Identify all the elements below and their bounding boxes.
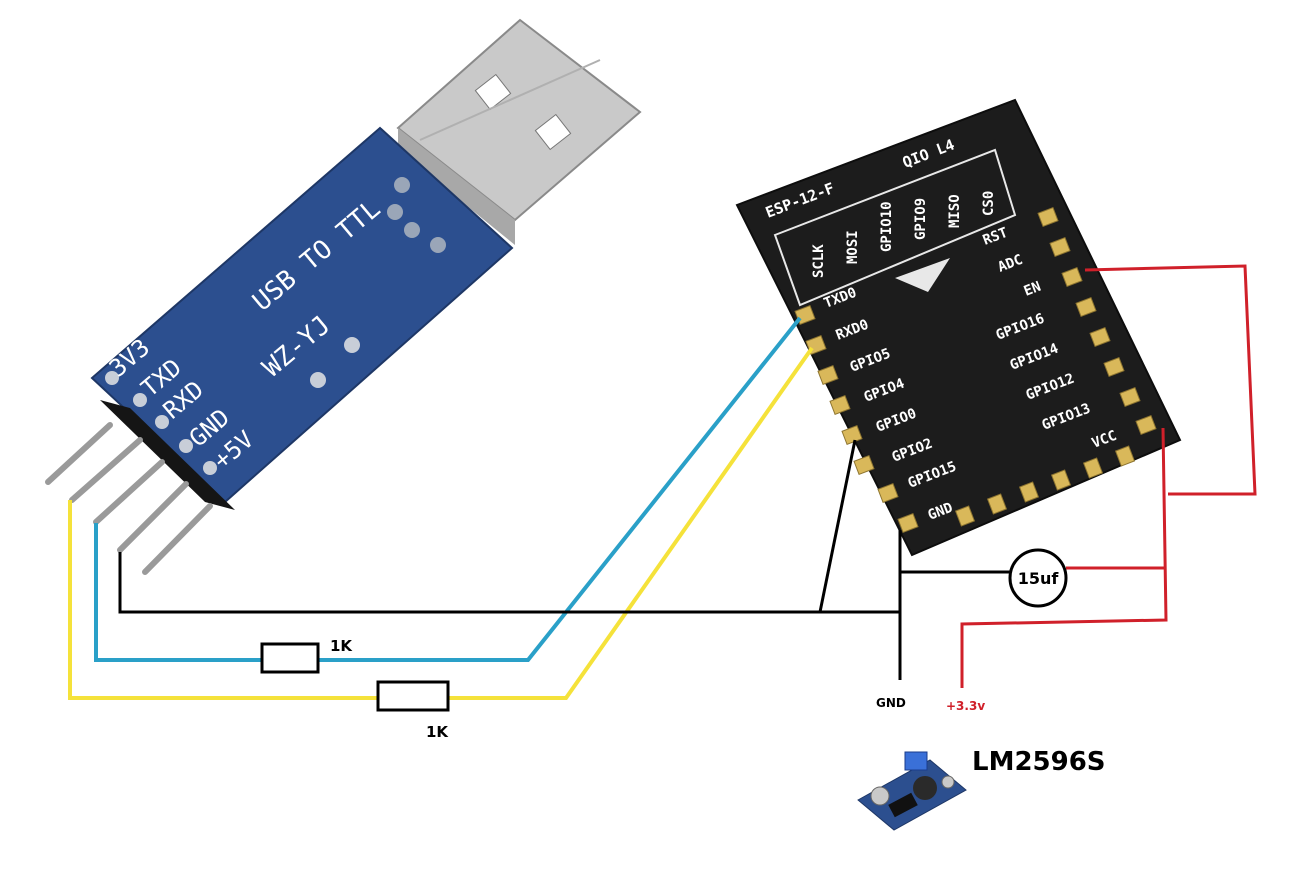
usb-header-pins [45,400,235,575]
esp-top-pin-gpio9: GPIO9 [913,198,929,240]
red-vcc-wire [960,427,1168,688]
esp-top-pin-miso: MISO [947,194,963,228]
capacitor: 15uf [1008,548,1068,608]
supply-voltage-label: +3.3v [946,699,985,713]
gpio0-ground-wire [818,439,857,613]
red-en-wire [1084,264,1257,496]
lm2596s-module [857,751,967,831]
usb-ttl-adapter: USB TO TTL WZ-YJ 3V3 TXD RXD GND +5V [45,18,642,575]
esp-top-pin-cs0: CS0 [981,191,997,216]
esp-top-pin-sclk: SCLK [811,244,827,278]
esp-right-pin-en: EN [1022,279,1043,300]
black-ground-wire [118,552,900,614]
esp-bottom-pads [954,445,1136,527]
esp12f-module: ESP-12-F QIO L4 SCLK MOSI GPIO10 GPIO9 M… [735,98,1182,557]
regulator-label: LM2596S [972,747,1106,777]
esp-right-pads [1037,206,1157,436]
esp-top-pin-gpio10: GPIO10 [879,201,895,252]
capacitor-value-label: 15uf [1018,569,1060,588]
resistor-value-label: 1K [330,637,353,655]
esp-top-pin-mosi: MOSI [845,230,861,264]
usb-plug [396,18,642,245]
gnd-label: GND [876,696,906,710]
resistor-value-label: 1K [426,723,449,741]
esp-antenna-area [773,148,1017,307]
resistor-yellow-line: 1K [376,680,450,741]
resistor-blue-line: 1K [260,637,353,674]
usb-adapter-pcb: USB TO TTL WZ-YJ 3V3 TXD RXD GND +5V [90,126,514,504]
